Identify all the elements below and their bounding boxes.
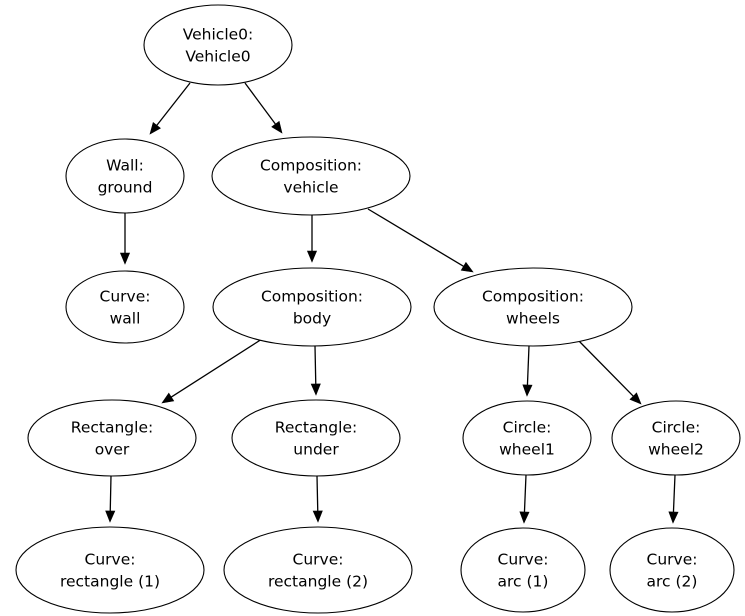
- node-label-line1: Curve:: [647, 551, 698, 569]
- edges-layer: [105, 82, 679, 524]
- node-ellipse[interactable]: [433, 267, 633, 347]
- node-label-line1: Curve:: [498, 551, 549, 569]
- edge-line: [316, 475, 319, 512]
- nodes-layer: Vehicle0:Vehicle0Wall:groundComposition:…: [15, 4, 741, 614]
- node-label-line1: Composition:: [261, 288, 363, 306]
- graph-edge: [522, 345, 533, 397]
- node-label-line2: arc (2): [647, 573, 698, 591]
- graph-edge: [119, 213, 131, 265]
- graph-edge: [244, 82, 283, 134]
- graph-edge: [668, 474, 679, 524]
- graph-node-circle_wheel2[interactable]: Circle: wheel2: [611, 400, 741, 476]
- graph-node-curve_arc_2[interactable]: Curve: arc (2): [609, 527, 735, 613]
- node-ellipse[interactable]: [27, 399, 197, 477]
- edge-line: [367, 208, 464, 267]
- graph-edge: [161, 338, 263, 404]
- node-label-line1: Curve:: [85, 551, 136, 569]
- graph-edge: [310, 345, 321, 396]
- edge-line: [170, 338, 263, 398]
- graph-edge: [312, 475, 323, 523]
- graph-node-composition_wheels[interactable]: Composition: wheels: [433, 267, 633, 347]
- node-label-line1: Curve:: [100, 288, 151, 306]
- edge-arrowhead-icon: [149, 121, 161, 135]
- edge-arrowhead-icon: [460, 261, 474, 273]
- graph-node-composition_vehicle[interactable]: Composition: vehicle: [211, 136, 411, 216]
- node-label-line2: arc (1): [498, 573, 549, 591]
- node-label-line1: Curve:: [293, 551, 344, 569]
- node-label-line2: body: [293, 310, 331, 328]
- graph-node-curve_rectangle_2[interactable]: Curve: rectangle (2): [223, 526, 413, 614]
- node-label-line2: rectangle (1): [60, 573, 160, 591]
- edge-arrowhead-icon: [105, 510, 116, 523]
- edge-line: [314, 345, 317, 385]
- node-ellipse[interactable]: [462, 400, 592, 476]
- edge-line: [526, 345, 530, 386]
- graph-edge: [576, 338, 642, 405]
- node-ellipse[interactable]: [211, 136, 411, 216]
- edge-arrowhead-icon: [312, 510, 323, 523]
- edge-arrowhead-icon: [522, 384, 533, 397]
- node-label-line1: Composition:: [260, 157, 362, 175]
- node-label-line1: Vehicle0:: [183, 26, 254, 44]
- node-label-line2: vehicle: [283, 179, 338, 197]
- edge-line: [244, 82, 276, 125]
- node-label-line2: wheels: [506, 310, 560, 328]
- edge-line: [576, 338, 634, 397]
- node-label-line2: over: [95, 441, 130, 459]
- graph-edge: [306, 215, 318, 263]
- graph-node-rectangle_under[interactable]: Rectangle: under: [231, 399, 401, 477]
- edge-arrowhead-icon: [119, 252, 131, 265]
- node-label-line1: Wall:: [106, 157, 144, 175]
- edge-line: [109, 475, 112, 512]
- graph-node-vehicle0[interactable]: Vehicle0: Vehicle0: [143, 4, 293, 86]
- edge-arrowhead-icon: [519, 511, 530, 524]
- node-label-line2: wheel1: [499, 441, 555, 459]
- graph-node-composition_body[interactable]: Composition: body: [212, 267, 412, 347]
- node-ellipse[interactable]: [460, 527, 586, 613]
- node-ellipse[interactable]: [611, 400, 741, 476]
- edge-line: [672, 474, 676, 513]
- graph-edge: [519, 474, 530, 524]
- edge-arrowhead-icon: [306, 250, 318, 263]
- node-label-line1: Rectangle:: [275, 419, 357, 437]
- node-label-line1: Composition:: [482, 288, 584, 306]
- graph-edge: [149, 82, 191, 135]
- node-ellipse[interactable]: [65, 138, 185, 214]
- node-ellipse[interactable]: [223, 526, 413, 614]
- node-label-line1: Circle:: [503, 419, 552, 437]
- graph-node-curve_arc_1[interactable]: Curve: arc (1): [460, 527, 586, 613]
- node-label-line2: wheel2: [648, 441, 704, 459]
- node-ellipse[interactable]: [65, 270, 185, 344]
- node-ellipse[interactable]: [231, 399, 401, 477]
- edge-arrowhead-icon: [629, 392, 642, 405]
- edge-line: [156, 82, 191, 126]
- node-ellipse[interactable]: [609, 527, 735, 613]
- edge-arrowhead-icon: [271, 120, 283, 134]
- node-label-line2: under: [293, 441, 339, 459]
- edge-arrowhead-icon: [668, 511, 679, 524]
- node-ellipse[interactable]: [143, 4, 293, 86]
- graph-node-rectangle_over[interactable]: Rectangle: over: [27, 399, 197, 477]
- edge-line: [523, 474, 527, 513]
- graph-edge: [367, 208, 474, 273]
- node-label-line2: ground: [98, 179, 153, 197]
- node-label-line2: rectangle (2): [268, 573, 368, 591]
- graph-edge: [105, 475, 116, 523]
- node-label-line1: Rectangle:: [71, 419, 153, 437]
- graph-node-curve_rectangle_1[interactable]: Curve: rectangle (1): [15, 526, 205, 614]
- edge-arrowhead-icon: [310, 383, 321, 396]
- graph-node-curve_wall[interactable]: Curve: wall: [65, 270, 185, 344]
- node-label-line2: Vehicle0: [185, 48, 250, 66]
- node-label-line1: Circle:: [652, 419, 701, 437]
- graph-node-wall_ground[interactable]: Wall: ground: [65, 138, 185, 214]
- node-ellipse[interactable]: [212, 267, 412, 347]
- node-ellipse[interactable]: [15, 526, 205, 614]
- node-label-line2: wall: [110, 310, 141, 328]
- graph-node-circle_wheel1[interactable]: Circle: wheel1: [462, 400, 592, 476]
- edge-arrowhead-icon: [161, 392, 175, 404]
